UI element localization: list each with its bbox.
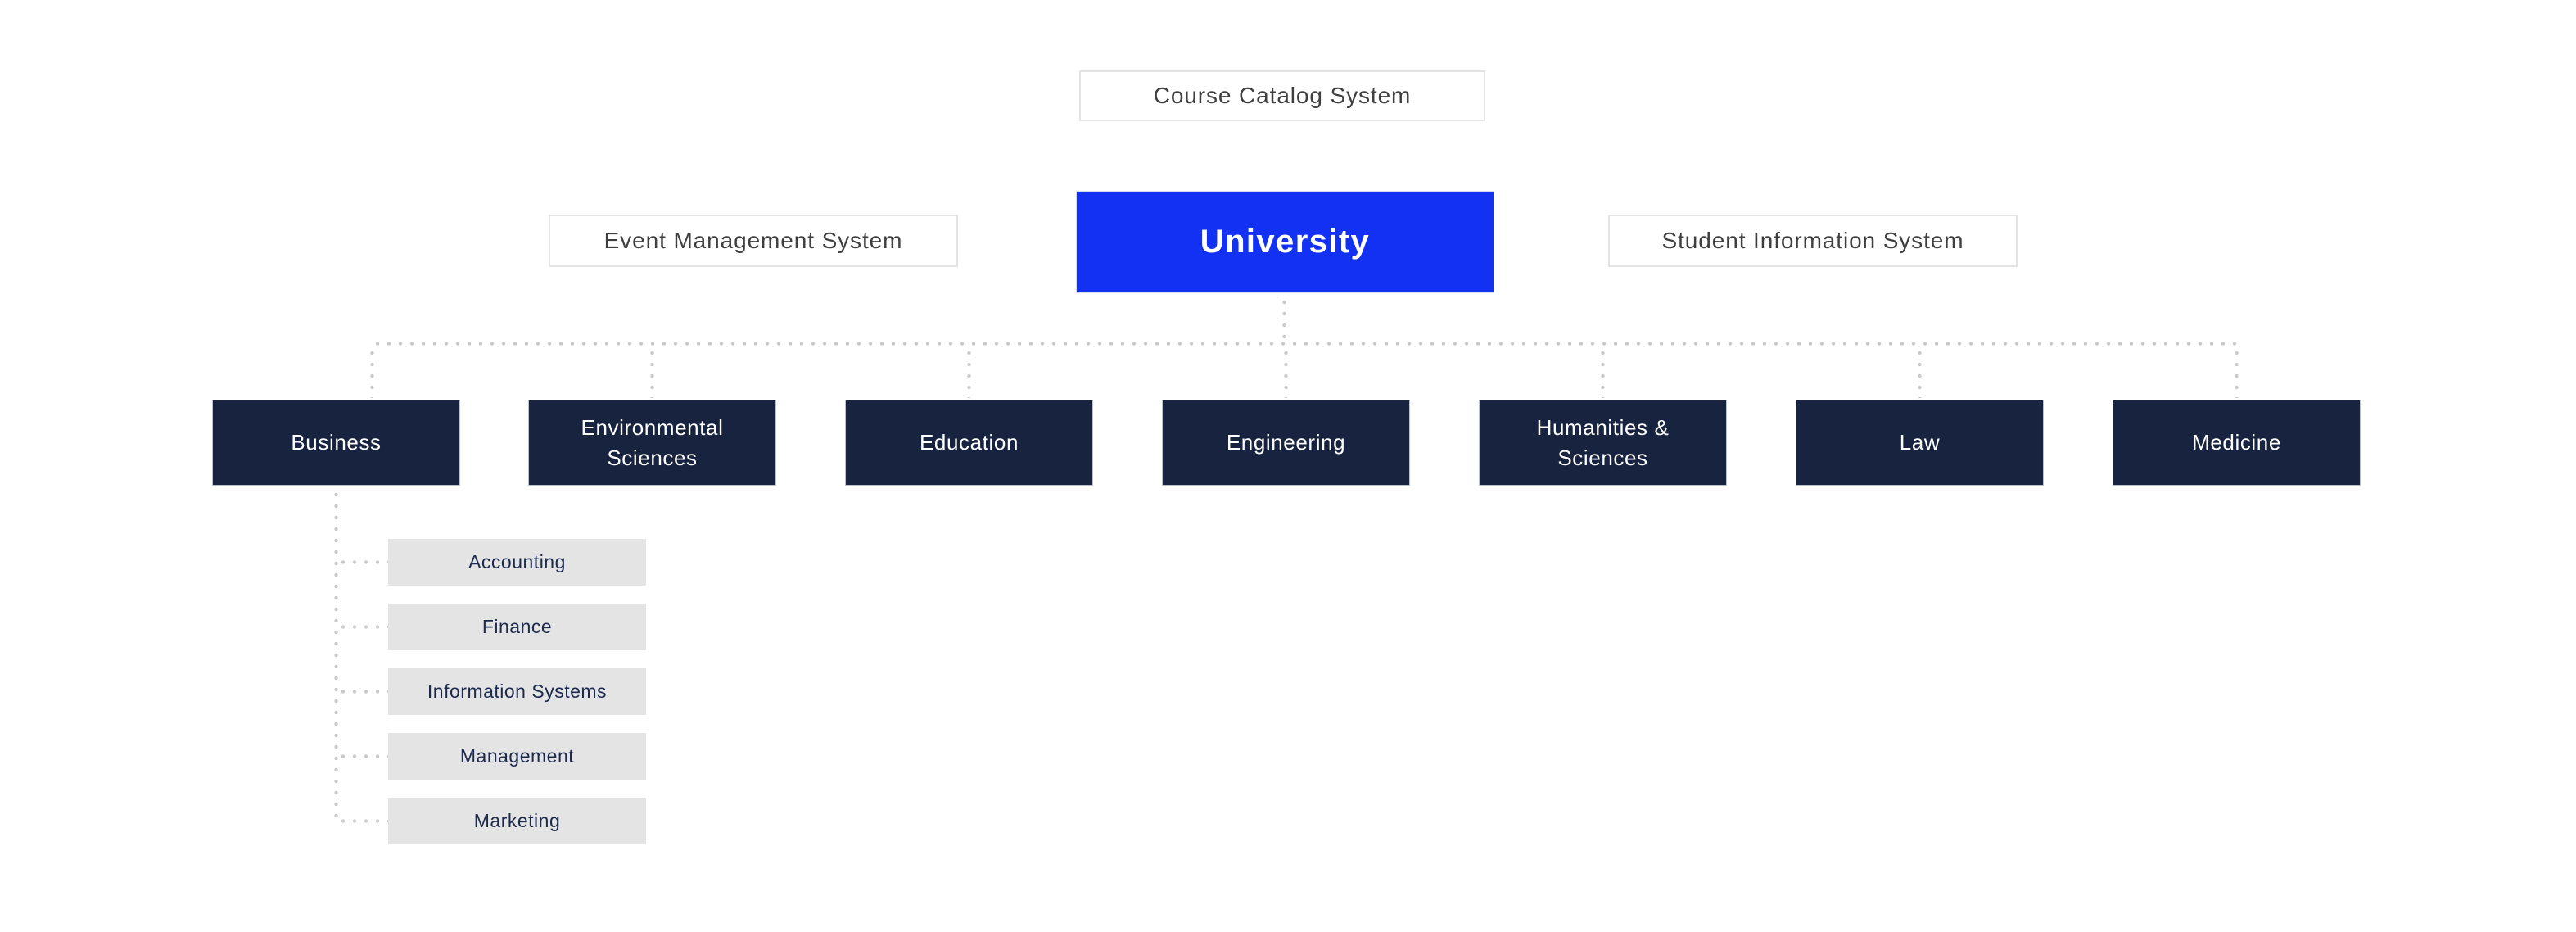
node-label: University (1200, 224, 1371, 260)
connector-stub-law (1918, 347, 1922, 398)
node-label: Medicine (2192, 430, 2281, 455)
connector-business-line (334, 489, 338, 823)
connector-stub-education (967, 347, 971, 398)
connector-substub-information-systems (337, 690, 388, 694)
connector-stub-medicine (2235, 347, 2239, 398)
connector-university-stub (1282, 296, 1286, 342)
node-label: Education (919, 430, 1019, 455)
node-marketing[interactable]: Marketing (388, 798, 646, 844)
node-medicine[interactable]: Medicine (2113, 400, 2361, 486)
node-information-systems[interactable]: Information Systems (388, 668, 646, 715)
connector-stub-business (370, 347, 374, 398)
connector-substub-management (337, 754, 388, 758)
node-accounting[interactable]: Accounting (388, 539, 646, 586)
node-law[interactable]: Law (1796, 400, 2044, 486)
node-label: Event Management System (603, 228, 903, 253)
node-management[interactable]: Management (388, 733, 646, 780)
node-humanities-sciences[interactable]: Humanities & Sciences (1479, 400, 1727, 486)
connector-substub-accounting (337, 560, 388, 564)
connector-stub-environmental-sciences (650, 347, 654, 398)
node-label: Management (459, 745, 575, 767)
node-finance[interactable]: Finance (388, 604, 646, 650)
node-event-management-system[interactable]: Event Management System (549, 215, 958, 267)
node-label: Accounting (468, 551, 566, 572)
connector-substub-finance (337, 625, 388, 629)
connector-substub-marketing (337, 819, 388, 823)
node-label: Course Catalog System (1153, 83, 1412, 108)
node-business[interactable]: Business (212, 400, 460, 486)
node-label: Information Systems (427, 681, 608, 702)
node-label: Engineering (1226, 430, 1346, 455)
node-label: Student Information System (1661, 228, 1964, 253)
node-course-catalog-system[interactable]: Course Catalog System (1079, 70, 1485, 121)
node-university[interactable]: University (1076, 191, 1494, 293)
node-label: Finance (481, 616, 553, 637)
node-label: Law (1899, 430, 1941, 455)
node-education[interactable]: Education (845, 400, 1093, 486)
node-label: Business (291, 430, 382, 455)
node-label: Marketing (473, 810, 561, 831)
node-label: Environmental Sciences (581, 415, 724, 470)
node-label: Humanities & Sciences (1536, 415, 1670, 470)
connector-trunk (372, 342, 2239, 346)
connector-stub-engineering (1284, 347, 1288, 398)
node-student-information-system[interactable]: Student Information System (1608, 215, 2018, 267)
node-engineering[interactable]: Engineering (1162, 400, 1410, 486)
connector-stub-humanities-sciences (1601, 347, 1605, 398)
node-environmental-sciences[interactable]: Environmental Sciences (528, 400, 776, 486)
